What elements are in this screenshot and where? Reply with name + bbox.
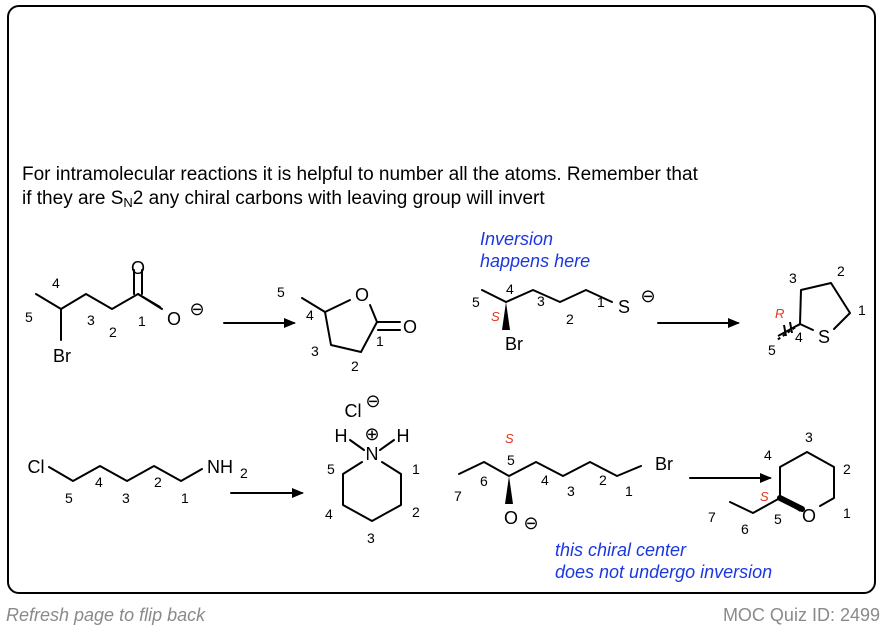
atom-number-4: 4 bbox=[506, 281, 514, 297]
negative-charge: ⊖ bbox=[189, 299, 204, 319]
ring-oxygen: O bbox=[802, 506, 816, 526]
atom-number-5: 5 bbox=[472, 294, 480, 310]
carboxylate-oxygen: O bbox=[167, 309, 181, 329]
atom-number-1: 1 bbox=[625, 483, 633, 499]
intro-line-2-post: 2 any chiral carbons with leaving group … bbox=[132, 188, 545, 209]
bromine-atom: Br bbox=[505, 334, 523, 354]
atom-number-2: 2 bbox=[837, 263, 845, 279]
hydrogen-right: H bbox=[397, 426, 410, 446]
atom-number-4: 4 bbox=[306, 307, 314, 323]
atom-number-2: 2 bbox=[351, 358, 359, 374]
atom-number-3: 3 bbox=[789, 270, 797, 286]
atom-number-3: 3 bbox=[311, 343, 319, 359]
ring-oxygen: O bbox=[355, 285, 369, 305]
quiz-card bbox=[7, 5, 876, 594]
product-piperidinium: Cl ⊖ ⊕ H H N 5 1 4 2 3 bbox=[325, 391, 420, 546]
ring-sulfur: S bbox=[818, 327, 830, 347]
positive-charge: ⊕ bbox=[364, 424, 379, 444]
atom-number-5: 5 bbox=[774, 511, 782, 527]
bromine-atom: Br bbox=[53, 346, 71, 366]
atom-number-5: 5 bbox=[327, 461, 335, 477]
refresh-hint[interactable]: Refresh page to flip back bbox=[6, 605, 206, 625]
atom-number-4: 4 bbox=[795, 329, 803, 345]
atom-number-3: 3 bbox=[805, 429, 813, 445]
atom-number-7: 7 bbox=[708, 509, 716, 525]
atom-number-2: 2 bbox=[109, 324, 117, 340]
atom-number-4: 4 bbox=[764, 447, 772, 463]
reactant-bromoalkoxide: S O ⊖ Br 7 6 5 4 3 2 1 bbox=[454, 431, 673, 533]
reaction-scheme: O O ⊖ Br 5 4 3 2 1 O O 5 4 3 2 1 Inversi… bbox=[25, 229, 866, 582]
atom-number-2: 2 bbox=[154, 474, 162, 490]
reactant-chloropentylamine: Cl NH 2 5 4 3 2 1 bbox=[28, 457, 249, 506]
atom-number-3: 3 bbox=[87, 312, 95, 328]
thiolate-sulfur: S bbox=[618, 297, 630, 317]
atom-number-5: 5 bbox=[25, 309, 33, 325]
product-thiolane: S R 5 4 3 2 1 bbox=[768, 263, 866, 358]
carbonyl-oxygen: O bbox=[131, 258, 145, 278]
ring-nitrogen: N bbox=[366, 444, 379, 464]
intro-line-2-pre: if they are S bbox=[22, 188, 124, 209]
inversion-note-line-1: Inversion bbox=[480, 229, 553, 249]
atom-number-5: 5 bbox=[768, 342, 776, 358]
atom-number-6: 6 bbox=[741, 521, 749, 537]
atom-number-2: 2 bbox=[566, 311, 574, 327]
atom-number-1: 1 bbox=[138, 313, 146, 329]
intro-text: For intramolecular reactions it is helpf… bbox=[22, 163, 698, 215]
bromine-atom: Br bbox=[655, 454, 673, 474]
atom-number-1: 1 bbox=[858, 302, 866, 318]
lactone-carbonyl-oxygen: O bbox=[403, 317, 417, 337]
negative-charge: ⊖ bbox=[523, 513, 538, 533]
atom-number-1: 1 bbox=[376, 333, 384, 349]
amine-subscript: 2 bbox=[240, 465, 248, 481]
chloride-atom: Cl bbox=[345, 401, 362, 421]
quiz-id: MOC Quiz ID: 2499 bbox=[722, 605, 880, 625]
atom-number-7: 7 bbox=[454, 488, 462, 504]
intro-line-2-sub: N bbox=[123, 195, 133, 210]
atom-number-1: 1 bbox=[843, 505, 851, 521]
alkoxide-oxygen: O bbox=[504, 508, 518, 528]
atom-number-3: 3 bbox=[122, 490, 130, 506]
reactant-bromopentanoate: O O ⊖ Br 5 4 3 2 1 bbox=[25, 258, 205, 366]
stereo-label-r: R bbox=[775, 306, 784, 321]
atom-number-1: 1 bbox=[412, 461, 420, 477]
atom-number-2: 2 bbox=[843, 461, 851, 477]
atom-number-4: 4 bbox=[95, 474, 103, 490]
chlorine-atom: Cl bbox=[28, 457, 45, 477]
atom-number-5: 5 bbox=[65, 490, 73, 506]
product-lactone: O O 5 4 3 2 1 bbox=[277, 284, 417, 374]
atom-number-2: 2 bbox=[412, 504, 420, 520]
atom-number-3: 3 bbox=[567, 483, 575, 499]
atom-number-4: 4 bbox=[541, 472, 549, 488]
atom-number-3: 3 bbox=[367, 530, 375, 546]
atom-number-3: 3 bbox=[537, 293, 545, 309]
stereo-label-s: S bbox=[760, 489, 769, 504]
hydrogen-left: H bbox=[335, 426, 348, 446]
amine-nh: NH bbox=[207, 457, 233, 477]
no-inversion-note-line-1: this chiral center bbox=[555, 540, 687, 560]
intro-line-2: if they are SN2 any chiral carbons with … bbox=[22, 187, 698, 215]
negative-charge: ⊖ bbox=[365, 391, 380, 411]
stereo-label-s: S bbox=[491, 309, 500, 324]
product-tetrahydropyran: O S 7 6 5 4 3 2 1 bbox=[708, 429, 851, 537]
no-inversion-note-line-2: does not undergo inversion bbox=[555, 562, 772, 582]
atom-number-6: 6 bbox=[480, 473, 488, 489]
negative-charge: ⊖ bbox=[640, 286, 655, 306]
atom-number-5: 5 bbox=[277, 284, 285, 300]
intro-line-1: For intramolecular reactions it is helpf… bbox=[22, 164, 698, 185]
reactant-bromothiolate: Br S ⊖ S 5 4 3 2 1 bbox=[472, 281, 656, 354]
stereo-label-s: S bbox=[505, 431, 514, 446]
atom-number-1: 1 bbox=[597, 294, 605, 310]
atom-number-4: 4 bbox=[52, 275, 60, 291]
atom-number-2: 2 bbox=[599, 472, 607, 488]
atom-number-5: 5 bbox=[507, 452, 515, 468]
atom-number-1: 1 bbox=[181, 490, 189, 506]
inversion-note-line-2: happens here bbox=[480, 251, 590, 271]
atom-number-4: 4 bbox=[325, 506, 333, 522]
